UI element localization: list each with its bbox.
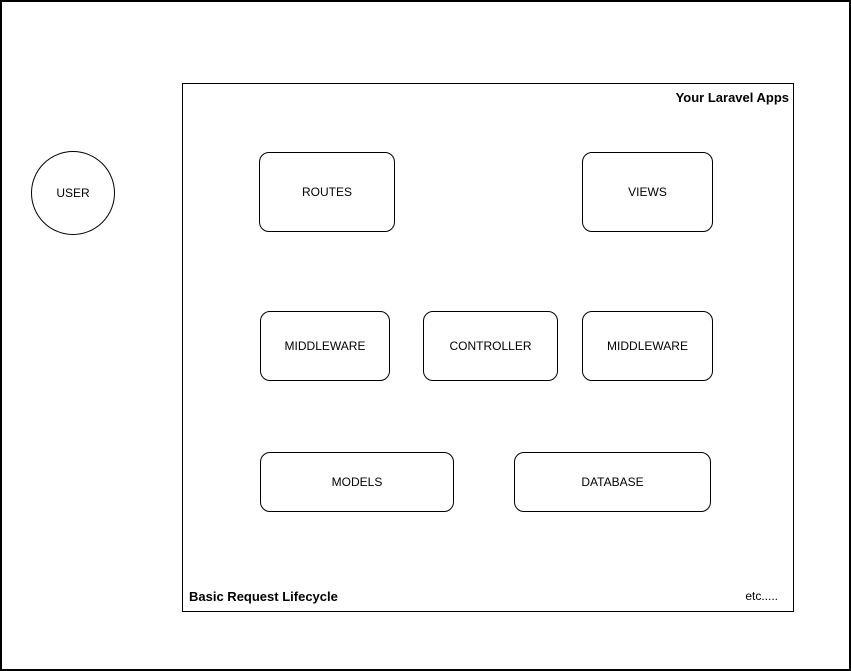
node-routes-label: ROUTES	[301, 185, 352, 199]
node-middleware-left-label: MIDDLEWARE	[284, 339, 366, 353]
node-controller-label: CONTROLLER	[449, 339, 532, 353]
node-views: VIEWS	[582, 152, 713, 232]
node-middleware-left: MIDDLEWARE	[260, 311, 390, 381]
node-models-label: MODELS	[331, 475, 383, 489]
node-middleware-right: MIDDLEWARE	[582, 311, 713, 381]
user-node-label: USER	[56, 186, 90, 200]
diagram-caption: Basic Request Lifecycle	[189, 589, 338, 604]
node-routes: ROUTES	[259, 152, 395, 232]
user-node: USER	[31, 151, 115, 235]
container-title: Your Laravel Apps	[675, 90, 789, 105]
node-database-label: DATABASE	[581, 475, 644, 489]
node-middleware-right-label: MIDDLEWARE	[607, 339, 688, 353]
node-database: DATABASE	[514, 452, 711, 512]
etc-label: etc.....	[745, 589, 778, 603]
node-models: MODELS	[260, 452, 454, 512]
node-controller: CONTROLLER	[423, 311, 558, 381]
node-views-label: VIEWS	[628, 185, 667, 199]
